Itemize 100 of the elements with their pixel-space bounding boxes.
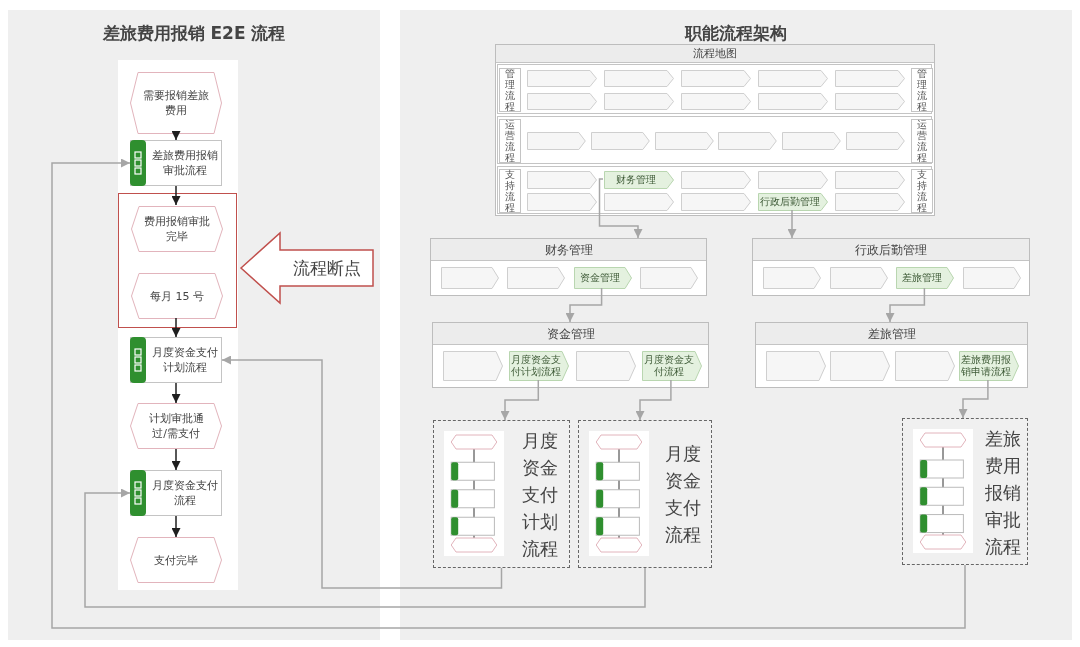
row-label: 管理流程 xyxy=(917,68,927,112)
panel-heading: 差旅管理 xyxy=(756,323,1027,345)
event-hexagon xyxy=(130,537,222,583)
process-step xyxy=(604,171,674,189)
process-panel xyxy=(432,322,709,388)
row-label-cell xyxy=(911,68,933,112)
process-panel xyxy=(430,238,707,296)
process-step xyxy=(835,193,905,211)
process-step xyxy=(835,93,905,110)
process-step xyxy=(527,193,597,211)
process-step xyxy=(958,351,1019,381)
connector-arrow xyxy=(171,317,181,338)
process-label: 差旅费用报销审批流程 xyxy=(151,148,219,178)
connector-arrow xyxy=(171,185,181,206)
subprocess-title: 差旅费用报销审批流程 xyxy=(985,426,1021,558)
process-step xyxy=(681,70,751,87)
panel-title: 差旅费用报销 E2E 流程 xyxy=(101,22,287,45)
chevron-label: 月度资金支付流程 xyxy=(642,354,695,378)
process-step xyxy=(441,267,499,289)
process-step xyxy=(604,93,674,110)
subprocess-title: 月度资金支付计划流程 xyxy=(521,428,558,561)
row-label: 支持流程 xyxy=(505,169,515,213)
process-box xyxy=(130,470,222,516)
process-panel xyxy=(752,238,1030,296)
connector-arrow xyxy=(958,379,989,419)
chevron-label: 行政后勤管理 xyxy=(759,196,821,208)
process-step xyxy=(527,171,597,189)
process-step xyxy=(527,70,597,87)
connector-arrow xyxy=(221,355,503,589)
row-label-cell xyxy=(911,169,933,213)
highlight-frame xyxy=(118,193,237,328)
event-hexagon xyxy=(130,403,222,449)
process-step xyxy=(835,171,905,189)
process-step xyxy=(641,351,702,381)
event-hexagon xyxy=(130,72,222,134)
connector-arrow xyxy=(787,209,797,239)
connector-arrow xyxy=(500,379,540,421)
connector-arrow xyxy=(635,379,672,421)
process-step xyxy=(835,70,905,87)
process-step xyxy=(718,132,778,150)
process-step xyxy=(507,267,566,289)
row-label-cell xyxy=(911,119,933,163)
event-label: 需要报销差旅费用 xyxy=(142,88,210,118)
panel-heading: 行政后勤管理 xyxy=(753,239,1029,261)
process-step xyxy=(758,70,828,87)
connector-arrow xyxy=(171,382,181,404)
chevron-label: 资金管理 xyxy=(578,272,621,284)
process-step xyxy=(509,351,570,381)
row-label: 管理流程 xyxy=(505,68,515,112)
event-label: 费用报销审批完毕 xyxy=(143,214,211,244)
panel-background xyxy=(8,10,380,640)
process-step xyxy=(527,93,597,110)
process-step xyxy=(894,351,955,381)
process-step xyxy=(681,171,751,189)
process-box xyxy=(130,337,222,383)
subprocess-title: 月度资金支付流程 xyxy=(665,442,701,547)
panel-title: 职能流程架构 xyxy=(683,22,788,45)
row-label-cell xyxy=(499,169,521,213)
process-step xyxy=(830,351,891,381)
connector-arrow xyxy=(171,515,181,538)
connector-arrow xyxy=(565,287,603,323)
process-step xyxy=(829,267,888,289)
row-label: 支持流程 xyxy=(917,169,927,213)
process-step xyxy=(654,132,714,150)
process-step xyxy=(527,132,586,150)
callout-label: 流程断点 xyxy=(292,256,362,280)
process-step xyxy=(782,132,841,150)
row-label: 运营流程 xyxy=(917,119,927,163)
row-label-cell xyxy=(499,119,521,163)
panel-heading: 资金管理 xyxy=(433,323,708,345)
process-step xyxy=(590,132,650,150)
connector-arrow xyxy=(171,131,181,141)
connector-arrow xyxy=(885,287,926,323)
connector-arrow xyxy=(84,488,646,608)
process-label: 月度资金支付计划流程 xyxy=(151,345,219,375)
event-label: 每月 15 号 xyxy=(149,288,205,304)
process-step xyxy=(758,171,828,189)
process-step xyxy=(846,132,905,150)
process-step xyxy=(575,351,636,381)
process-map-frame xyxy=(495,44,935,216)
process-step xyxy=(681,193,751,211)
panel-heading: 财务管理 xyxy=(431,239,706,261)
process-step xyxy=(573,267,632,289)
process-box xyxy=(130,140,222,186)
process-step xyxy=(681,93,751,110)
process-panel xyxy=(755,322,1028,388)
event-label: 支付完毕 xyxy=(153,552,199,568)
process-step xyxy=(639,267,698,289)
map-title: 流程地图 xyxy=(496,45,934,63)
row-label-cell xyxy=(499,68,521,112)
connector-arrow xyxy=(51,158,966,629)
process-label: 月度资金支付流程 xyxy=(151,478,219,508)
connector-arrow xyxy=(598,178,643,239)
panel-background xyxy=(400,10,1072,640)
process-step xyxy=(896,267,955,289)
chevron-label: 财务管理 xyxy=(615,174,657,186)
event-hexagon xyxy=(131,273,223,319)
chevron-label: 差旅管理 xyxy=(901,272,944,284)
process-step xyxy=(604,193,674,211)
subprocess-frame xyxy=(578,420,712,568)
